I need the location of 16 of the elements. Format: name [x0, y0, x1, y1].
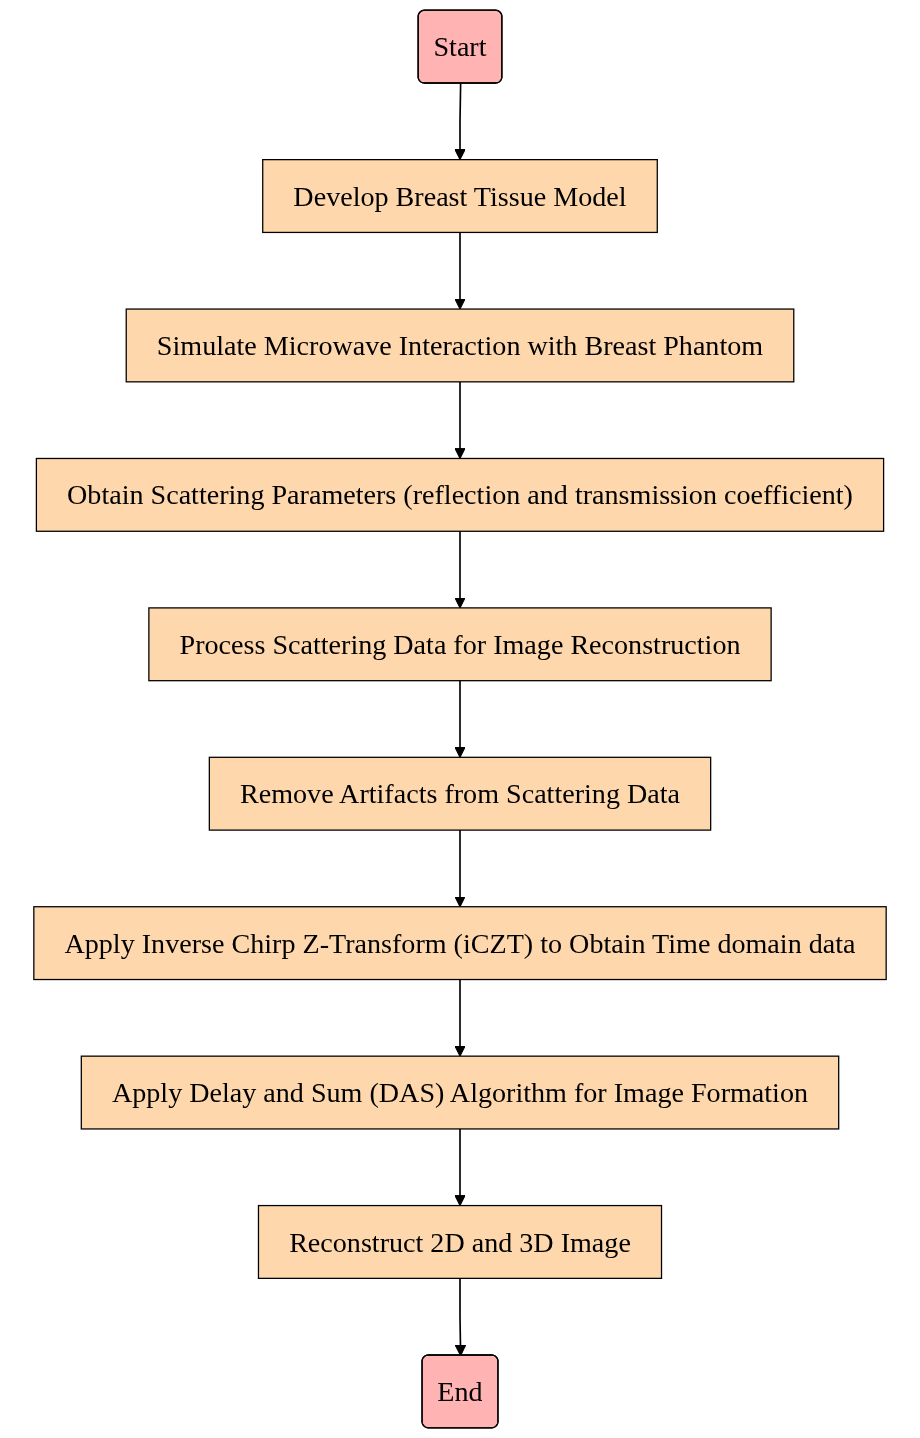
node-box: Process Scattering Data for Image Reconstruction	[148, 607, 772, 682]
arrow	[454, 381, 466, 459]
node-box: Apply Delay and Sum (DAS) Algorithm for Image Formation	[80, 1055, 840, 1130]
node-box: Develop Breast Tissue Model	[262, 159, 658, 234]
arrow	[454, 679, 466, 758]
arrow	[454, 978, 466, 1057]
arrow	[454, 1128, 466, 1207]
node-box: Remove Artifacts from Scattering Data	[208, 756, 712, 831]
arrow	[454, 231, 466, 310]
node-box: Simulate Microwave Interaction with Breast Phantom	[125, 308, 795, 383]
node-box: Apply Inverse Chirp Z-Transform (iCZT) to Obtain Time domain data	[33, 906, 887, 981]
node-box: Reconstruct 2D and 3D Image	[257, 1204, 663, 1279]
arrow	[454, 530, 466, 609]
arrow	[454, 829, 466, 908]
arrow	[454, 82, 466, 161]
node-box: Obtain Scattering Parameters (reflection and transmission coefficient)	[35, 457, 885, 532]
